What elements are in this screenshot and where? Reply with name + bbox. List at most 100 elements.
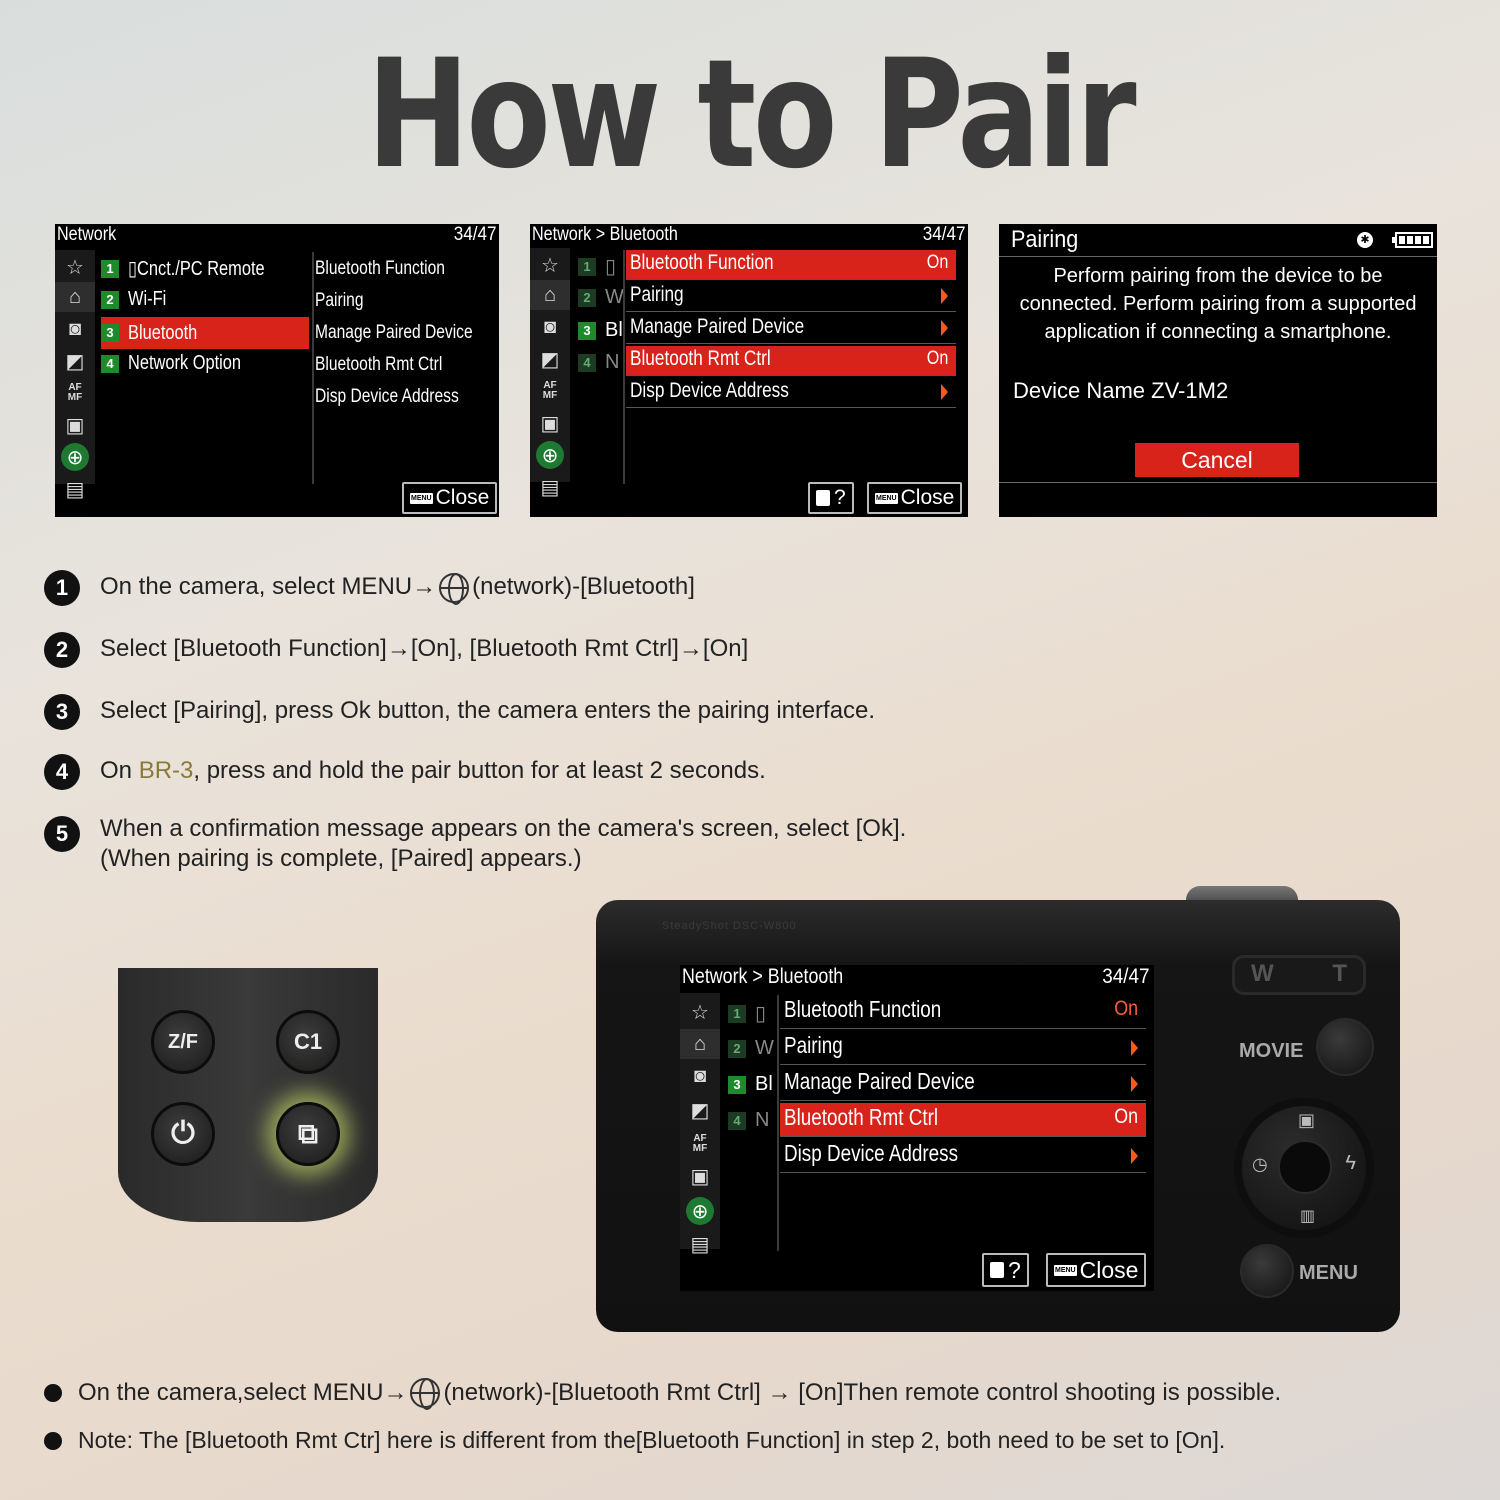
menu-label: MENU — [1299, 1262, 1358, 1284]
row-disp-device-address[interactable]: Disp Device Address — [626, 378, 956, 408]
row-disp-device-address[interactable]: Disp Device Address — [780, 1139, 1146, 1173]
help-button[interactable]: ? — [808, 482, 854, 514]
menu-item-1[interactable]: 1▯ — [578, 254, 616, 279]
playback-icon[interactable]: ▣ — [65, 414, 85, 437]
exposure-icon[interactable]: ◩ — [540, 348, 560, 371]
playback-icon[interactable]: ▣ — [690, 1165, 710, 1188]
screen-header: Network > Bluetooth — [532, 224, 678, 245]
submenu-pairing: Pairing — [315, 290, 364, 311]
help-button[interactable]: ? — [982, 1253, 1029, 1287]
star-icon[interactable]: ☆ — [541, 254, 559, 277]
chevron-right-icon — [1131, 1040, 1138, 1056]
pairing-message: Perform pairing from the device to be co… — [1019, 265, 1417, 343]
toolbox-icon[interactable]: ▤ — [65, 478, 85, 501]
chevron-right-icon — [941, 384, 948, 400]
submenu-disp-device-address: Disp Device Address — [315, 386, 459, 407]
toolbox-icon[interactable]: ▤ — [690, 1233, 710, 1256]
camera-settings-icon[interactable]: ⌂ — [55, 282, 95, 312]
chevron-right-icon — [1131, 1148, 1138, 1164]
camera-settings-icon[interactable]: ⌂ — [530, 280, 570, 310]
submenu-bluetooth-function: Bluetooth Function — [315, 258, 445, 279]
step-5: 5 When a confirmation message appears on… — [44, 812, 906, 874]
chevron-right-icon — [941, 288, 948, 304]
submenu-bluetooth-rmt-ctrl: Bluetooth Rmt Ctrl — [315, 354, 443, 375]
step-3: 3 Select [Pairing], press Ok button, the… — [44, 694, 875, 730]
exposure-icon[interactable]: ◩ — [65, 350, 85, 373]
menu-item-cnct-pc-remote[interactable]: 1▯Cnct./PC Remote — [101, 256, 309, 281]
screen-header: Network > Bluetooth — [682, 965, 844, 988]
row-pairing[interactable]: Pairing — [780, 1031, 1146, 1065]
network-globe-icon[interactable]: ⊕ — [536, 441, 564, 469]
pair-button[interactable]: ⧉ — [276, 1102, 340, 1166]
row-pairing[interactable]: Pairing — [626, 282, 956, 312]
divider — [623, 250, 625, 484]
chevron-right-icon — [1131, 1076, 1138, 1092]
divider — [777, 995, 779, 1251]
submenu-manage-paired-device: Manage Paired Device — [315, 322, 473, 343]
page-title: How to Pair — [366, 28, 1137, 202]
playback-icon: ▣ — [1298, 1110, 1316, 1130]
bullet-icon — [44, 1384, 62, 1402]
network-globe-icon[interactable]: ⊕ — [61, 443, 89, 471]
camera-settings-icon[interactable]: ⌂ — [680, 1029, 720, 1059]
cancel-button[interactable]: Cancel — [1135, 443, 1299, 477]
toolbox-icon[interactable]: ▤ — [540, 476, 560, 499]
exposure-icon[interactable]: ◩ — [690, 1099, 710, 1122]
star-icon[interactable]: ☆ — [691, 1001, 709, 1024]
page-indicator: 34/47 — [454, 224, 497, 245]
camera-icon[interactable]: ◙ — [543, 315, 557, 338]
step-4: 4 On BR-3, press and hold the pair butto… — [44, 754, 766, 790]
zf-button[interactable]: Z/F — [151, 1010, 215, 1074]
camera-icon[interactable]: ◙ — [68, 317, 82, 340]
network-globe-icon[interactable]: ⊕ — [686, 1197, 714, 1225]
playback-icon[interactable]: ▣ — [540, 412, 560, 435]
star-icon[interactable]: ☆ — [66, 256, 84, 279]
screen-pairing: Pairing ✱ Perform pairing from the devic… — [999, 224, 1437, 517]
network-globe-icon — [439, 572, 470, 605]
movie-button[interactable] — [1316, 1018, 1374, 1076]
camera-icon[interactable]: ◙ — [693, 1064, 707, 1087]
row-manage-paired-device[interactable]: Manage Paired Device — [626, 314, 956, 344]
menu-item-1[interactable]: 1▯ — [728, 1001, 766, 1026]
divider — [312, 252, 314, 484]
center-ok-button[interactable] — [1278, 1140, 1332, 1194]
row-manage-paired-device[interactable]: Manage Paired Device — [780, 1067, 1146, 1101]
trash-icon: ▥ — [1300, 1208, 1316, 1225]
screen-header: Network — [57, 224, 117, 245]
bluetooth-icon: ✱ — [1357, 232, 1373, 248]
pairing-title: Pairing — [1011, 226, 1079, 253]
step-2: 2 Select [Bluetooth Function]→[On], [Blu… — [44, 632, 748, 668]
bullet-icon — [44, 1431, 62, 1450]
power-button[interactable]: ⏻ — [151, 1102, 215, 1166]
zoom-lever[interactable]: W T — [1232, 955, 1366, 995]
trash-icon — [816, 490, 830, 506]
page-indicator: 34/47 — [1102, 965, 1150, 988]
step-1: 1 On the camera, select MENU→(network)-[… — [44, 570, 695, 606]
c1-button[interactable]: C1 — [276, 1010, 340, 1074]
menu-button[interactable] — [1240, 1244, 1294, 1298]
